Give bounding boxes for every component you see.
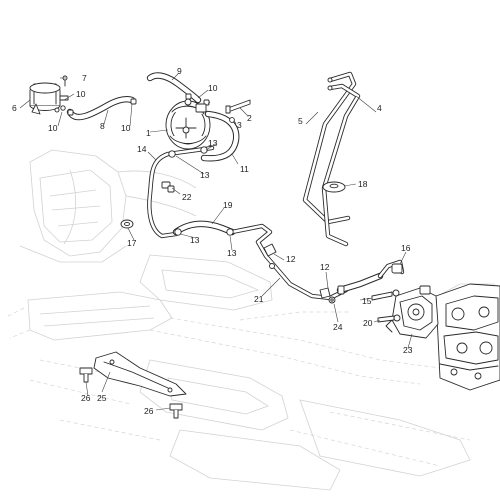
pipe-4-end-fitting [327, 85, 333, 91]
callout-numbers: 1 2 3 4 5 6 7 8 9 10 10 10 10 11 12 12 1… [12, 66, 413, 416]
callout-13-right: 13 [227, 248, 237, 258]
leader-lines [19, 73, 413, 411]
callout-10-clip: 10 [121, 123, 131, 133]
callout-5: 5 [298, 116, 303, 126]
callout-15: 15 [362, 296, 372, 306]
callout-10-booster: 10 [208, 83, 218, 93]
vacuum-pipe-4 [321, 83, 361, 247]
screw-26-lower [169, 403, 183, 419]
callout-14: 14 [137, 144, 147, 154]
callout-24: 24 [333, 322, 343, 332]
clip-13 [168, 146, 234, 236]
screw-7 [62, 75, 68, 87]
callout-8: 8 [100, 121, 105, 131]
screw-26 [79, 367, 93, 383]
callout-21: 21 [254, 294, 264, 304]
clip-12 [263, 243, 331, 299]
hose-11 [200, 110, 240, 162]
hose-9 [146, 72, 202, 104]
engine-block [435, 283, 500, 391]
callout-25: 25 [97, 393, 107, 403]
nut-3 [229, 117, 235, 123]
callout-13-left: 13 [190, 235, 200, 245]
callout-2: 2 [247, 113, 252, 123]
clip-24 [328, 296, 336, 304]
callout-12-clip: 12 [320, 262, 330, 272]
hose-clip-10 [67, 93, 210, 116]
callout-10-hose: 10 [48, 123, 58, 133]
callout-13-upper: 13 [208, 138, 218, 148]
callout-3: 3 [237, 120, 242, 130]
reservoir-6 [29, 82, 69, 115]
vacuum-pipe-5 [302, 71, 357, 225]
fitting-22 [161, 181, 175, 193]
background-body-outline [7, 149, 500, 491]
vacuum-pump-23 [385, 285, 439, 339]
callout-20: 20 [363, 318, 373, 328]
callout-11: 11 [240, 164, 249, 174]
hose-connector [337, 263, 403, 295]
bolt-15 [371, 289, 400, 301]
callout-18: 18 [358, 179, 368, 189]
callout-22: 22 [182, 192, 192, 202]
heat-shield-25 [93, 351, 187, 397]
callout-19: 19 [223, 200, 233, 210]
callout-6: 6 [12, 103, 17, 113]
bolt-20 [377, 314, 401, 323]
callout-16: 16 [401, 243, 411, 253]
callout-17: 17 [127, 238, 137, 248]
callout-26-lower: 26 [144, 406, 154, 416]
callout-26-left: 26 [81, 393, 91, 403]
callout-12-bracket: 12 [286, 254, 296, 264]
callout-7: 7 [82, 73, 87, 83]
bolt-2 [225, 99, 251, 114]
callout-10-tank: 10 [76, 89, 86, 99]
callout-1: 1 [146, 128, 151, 138]
hose-8 [66, 96, 136, 121]
grommet-17 [120, 219, 134, 229]
pipe-14 [147, 145, 215, 239]
grommet-18 [322, 181, 346, 193]
callout-13-mid: 13 [200, 170, 210, 180]
hose-19 [172, 220, 236, 236]
hose-15 [336, 272, 384, 294]
callout-9: 9 [177, 66, 182, 76]
pipe-5-end-fitting [327, 77, 333, 83]
brake-booster-1 [165, 98, 211, 150]
callout-23: 23 [403, 345, 413, 355]
callout-4: 4 [377, 103, 382, 113]
